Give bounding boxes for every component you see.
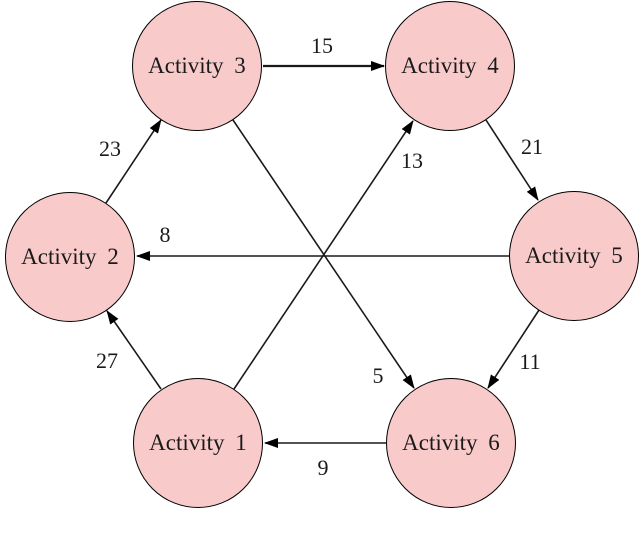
- edge-activity1-activity2: [106, 310, 162, 390]
- edge-weight-9: 9: [317, 455, 329, 480]
- node-activity-3-label: Activity 3: [148, 53, 246, 78]
- node-activity-5: Activity 5: [509, 191, 639, 321]
- node-activity-1-label: Activity 1: [149, 430, 247, 455]
- node-activity-1: Activity 1: [133, 378, 263, 508]
- node-activity-6: Activity 6: [386, 378, 516, 508]
- node-activity-4-label: Activity 4: [401, 53, 499, 78]
- edge-activity4-activity5: [485, 119, 539, 201]
- node-activity-2-label: Activity 2: [21, 244, 119, 269]
- edge-weight-27: 27: [96, 348, 118, 373]
- node-activity-6-label: Activity 6: [402, 430, 500, 455]
- edge-activity3-activity6: [232, 119, 415, 389]
- node-activity-4: Activity 4: [385, 1, 515, 131]
- node-activity-3: Activity 3: [132, 1, 262, 131]
- edge-weight-8: 8: [159, 222, 171, 247]
- edge-activity2-activity3: [105, 119, 162, 204]
- node-activity-2: Activity 2: [5, 192, 135, 322]
- edge-weight-21: 21: [521, 134, 543, 159]
- node-activity-5-label: Activity 5: [525, 243, 623, 268]
- edge-activity5-activity6: [487, 309, 540, 389]
- edge-weight-5: 5: [372, 363, 384, 388]
- edge-weight-11: 11: [519, 349, 541, 374]
- edge-weight-23: 23: [99, 136, 121, 161]
- edge-weight-15: 15: [311, 33, 333, 58]
- edge-weight-13: 13: [401, 148, 423, 173]
